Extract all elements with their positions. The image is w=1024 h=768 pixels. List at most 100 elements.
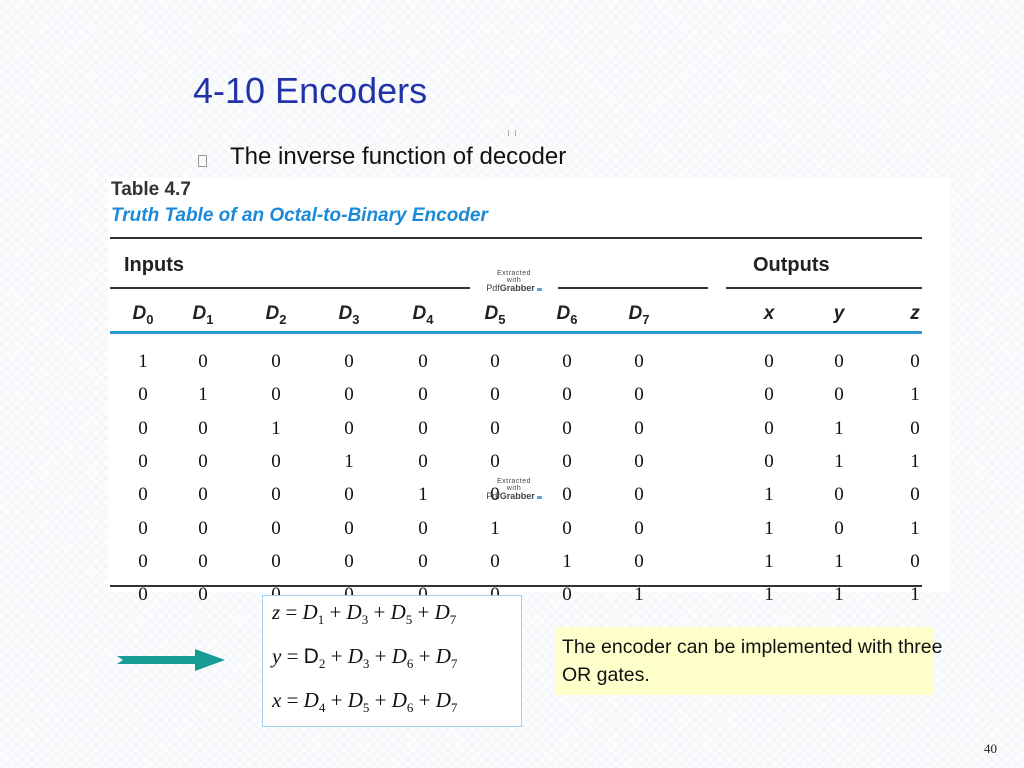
table-cell: 0 (764, 351, 774, 372)
column-header-d5: D5 (484, 303, 506, 327)
table-cell: 0 (634, 351, 644, 372)
table-cell: 0 (490, 550, 500, 572)
column-header-d2: D2 (265, 303, 287, 327)
table-cell: 0 (408, 584, 438, 606)
equation-term: D (434, 600, 450, 624)
equation-lhs: x (272, 688, 282, 712)
table-cell: 1 (910, 450, 920, 472)
table-cell: 0 (198, 417, 208, 439)
table-cell: 1 (562, 550, 572, 572)
table-cell: 0 (562, 351, 572, 372)
equation-x: x = D4 + D5 + D6 + D7 (272, 688, 458, 716)
equation-term: D (391, 644, 407, 668)
watermark-line1: Extracted (496, 478, 532, 485)
table-cell: 0 (138, 550, 148, 572)
table-top-rule (110, 237, 922, 239)
table-cell: 0 (261, 584, 291, 606)
table-cell: 0 (562, 517, 572, 539)
slide-title: 4-10 Encoders (193, 70, 428, 111)
equation-term: D (303, 645, 319, 668)
table-cell: 1 (834, 584, 844, 606)
table-cell: 0 (271, 450, 281, 472)
inputs-label: Inputs (124, 254, 184, 276)
column-header-d4: D4 (412, 303, 434, 327)
table-cell: 0 (764, 417, 774, 439)
equation-lhs: z (272, 600, 281, 624)
table-cell: 0 (634, 384, 644, 406)
table-cell: 0 (138, 584, 148, 606)
watermark-brand-prefix: Pdf (486, 283, 500, 293)
equation-term: D (390, 600, 406, 624)
equation-term: D (302, 600, 318, 624)
equation-term: D (435, 688, 451, 712)
table-cell: 1 (834, 550, 844, 572)
equation-term: D (303, 688, 319, 712)
table-cell: 0 (271, 351, 281, 372)
column-header-y: y (833, 303, 845, 324)
table-cell: 0 (834, 384, 844, 406)
watermark-dot-icon (536, 496, 542, 499)
table-cell: 1 (634, 584, 644, 606)
table-cell: 0 (334, 584, 364, 606)
table-cell: 0 (138, 517, 148, 539)
table-cell: 0 (271, 484, 281, 506)
table-cell: 1 (764, 584, 774, 606)
equation-z: z = D1 + D3 + D5 + D7 (272, 600, 457, 628)
bullet-text: The inverse function of decoder (230, 143, 567, 170)
table-cell: 0 (634, 550, 644, 572)
inputs-rule-left (110, 287, 470, 289)
table-cell: 0 (198, 450, 208, 472)
equation-term: D (346, 600, 362, 624)
table-cell: 0 (138, 450, 148, 472)
table-cell: 0 (634, 517, 644, 539)
table-cell: 0 (490, 484, 500, 506)
equation-term: D (347, 644, 363, 668)
table-cell: 0 (910, 417, 920, 439)
table-cell: 1 (418, 484, 428, 506)
table-cell: 0 (834, 484, 844, 506)
table-cell: 0 (562, 384, 572, 406)
inputs-rule-right (558, 287, 708, 289)
watermark-middle: Extracted with PdfGrabber (474, 478, 554, 501)
table-cell: 0 (198, 517, 208, 539)
table-cell: 0 (562, 417, 572, 439)
table-cell: 0 (418, 384, 428, 406)
column-header-x: x (763, 303, 775, 324)
watermark-line2: with (506, 277, 522, 284)
note-box: The encoder can be implemented with thre… (555, 627, 942, 695)
table-cell: 0 (562, 484, 572, 506)
table-cell: 1 (910, 584, 920, 606)
table-cell: 1 (764, 550, 774, 572)
table-cell: 0 (490, 384, 500, 406)
outputs-rule (726, 287, 922, 289)
table-caption: Truth Table of an Octal-to-Binary Encode… (111, 205, 488, 226)
table-cell: 1 (344, 450, 354, 472)
watermark-brand-name: Grabber (499, 491, 535, 501)
right-arrow-icon (117, 649, 225, 671)
table-cell: 1 (764, 517, 774, 539)
table-cell: 0 (490, 450, 500, 472)
table-cell: 1 (490, 517, 500, 539)
table-cell: 0 (344, 484, 354, 506)
table-cell: 0 (490, 417, 500, 439)
table-cell: 0 (418, 450, 428, 472)
table-cell: 0 (910, 351, 920, 372)
column-header-d6: D6 (556, 303, 578, 327)
table-bottom-rule (110, 585, 922, 587)
table-cell: 0 (198, 550, 208, 572)
watermark-line1: Extracted (496, 270, 532, 277)
column-header-d7: D7 (628, 303, 650, 327)
page-number: 40 (984, 741, 997, 756)
column-header-d1: D1 (192, 303, 214, 327)
watermark-brand-name: Grabber (499, 283, 535, 293)
watermark-line2: with (506, 485, 522, 492)
table-cell: 1 (271, 417, 281, 439)
column-header-d0: D0 (132, 303, 154, 327)
table-cell: 0 (634, 450, 644, 472)
watermark-brand: PdfGrabber (474, 492, 554, 501)
truth-table-panel: Table 4.7 Truth Table of an Octal-to-Bin… (108, 178, 950, 605)
table-cell: 0 (344, 384, 354, 406)
column-header-d3: D3 (338, 303, 360, 327)
table-cell: 0 (344, 550, 354, 572)
table-cell: 1 (910, 384, 920, 406)
